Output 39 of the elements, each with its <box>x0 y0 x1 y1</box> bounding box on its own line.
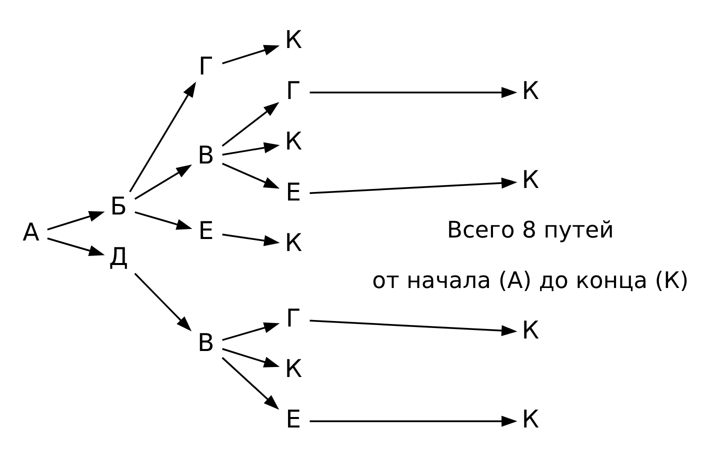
node-text: В <box>198 328 214 357</box>
node-text: В <box>198 140 214 170</box>
node-text: К <box>522 404 540 434</box>
node-text: К <box>284 354 302 384</box>
node-text: Е <box>286 177 302 206</box>
arrow <box>310 178 518 194</box>
arrow <box>222 102 280 147</box>
arrow <box>310 416 518 427</box>
node-text: К <box>284 126 302 156</box>
arrow <box>222 322 280 341</box>
arrow <box>134 272 192 332</box>
arrow <box>134 164 192 200</box>
node-text: Г <box>286 76 301 105</box>
node-text: К <box>284 25 302 54</box>
arrow <box>134 211 192 230</box>
arrow <box>222 348 280 368</box>
node-text: Б <box>110 191 127 220</box>
node-text: Е <box>198 216 214 245</box>
node-text: К <box>284 228 302 258</box>
node-text: К <box>522 76 540 105</box>
arrow <box>222 142 280 156</box>
arrow <box>47 211 105 230</box>
node-text: А <box>22 218 40 247</box>
arrow <box>222 357 280 410</box>
arrow <box>47 238 105 256</box>
node-text: Г <box>198 51 214 80</box>
arrow <box>222 162 280 189</box>
arrow <box>222 44 280 64</box>
node-text: Е <box>286 404 302 434</box>
arrow <box>222 234 280 246</box>
node-text: Г <box>286 303 301 332</box>
arrow <box>310 320 518 336</box>
node-text: К <box>522 316 540 345</box>
node-text: К <box>522 165 540 194</box>
arrow <box>310 86 518 98</box>
arrow <box>129 82 196 192</box>
label: от начала (А) до конца (К) <box>372 268 689 294</box>
node-text: Д <box>108 242 128 272</box>
label: Всего 8 путей <box>446 217 614 244</box>
